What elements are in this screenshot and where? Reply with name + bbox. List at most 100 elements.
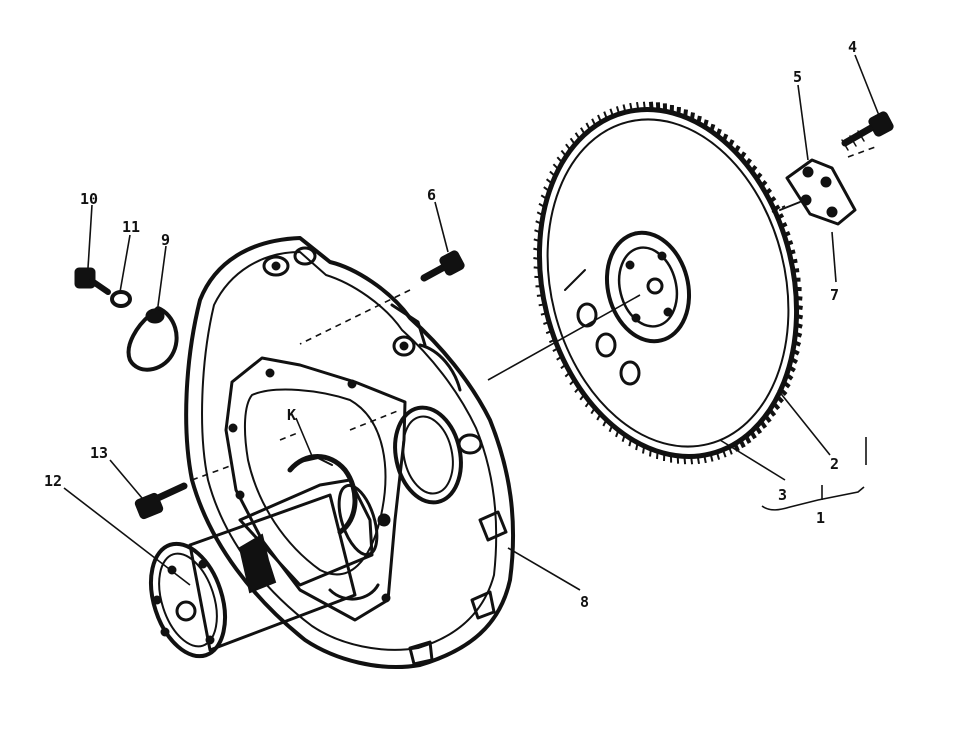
gear-tooth (543, 321, 550, 325)
gear-tooth (702, 119, 709, 128)
gear-tooth (591, 118, 597, 127)
bolt-6 (420, 250, 465, 282)
gear-tooth (609, 108, 614, 117)
starter-motor (149, 454, 391, 659)
gear-tooth (648, 101, 654, 110)
gear-tooth (795, 322, 803, 329)
gear-tooth (579, 393, 586, 401)
gear-tooth (538, 202, 546, 208)
gear-tooth (739, 151, 747, 160)
plate-5 (779, 158, 857, 226)
gear-tooth (590, 407, 596, 415)
gear-tooth (792, 268, 800, 273)
callout-k: K (287, 406, 296, 424)
gear-tooth (597, 114, 603, 123)
gear-tooth (703, 454, 707, 464)
callout-6: 6 (427, 186, 436, 204)
gear-tooth (788, 365, 796, 373)
gear-tooth (790, 258, 798, 264)
washer-11 (110, 290, 132, 308)
gear-tooth (603, 111, 608, 120)
gear-tooth (615, 106, 621, 115)
gear-tooth (533, 238, 541, 243)
gear-tooth (749, 430, 757, 440)
gear-tooth (794, 331, 803, 338)
gear-tooth (782, 380, 791, 389)
gear-tooth (683, 109, 688, 118)
gear-tooth (540, 194, 548, 200)
gear-tooth (596, 413, 602, 421)
gear-tooth (602, 419, 608, 427)
gear-tooth (585, 122, 591, 131)
gear-tooth (796, 305, 803, 310)
gear-tooth (780, 221, 788, 229)
gear-tooth (715, 451, 721, 460)
gear-tooth (744, 158, 753, 166)
gear-tooth (696, 455, 700, 465)
flywheel (533, 101, 804, 465)
gear-tooth (744, 435, 752, 444)
gear-tooth (552, 163, 560, 171)
callout-12: 12 (44, 472, 62, 490)
gear-tooth (791, 348, 800, 356)
gear-tooth (790, 357, 799, 365)
ring-gear-teeth (533, 101, 804, 465)
clamp-9 (126, 306, 179, 372)
gear-tooth (750, 165, 758, 173)
gear-tooth (715, 128, 722, 137)
gear-tooth (549, 170, 556, 178)
gear-tooth (608, 424, 614, 433)
flywheel-housing (184, 236, 516, 669)
gear-tooth (733, 443, 740, 452)
gear-tooth (552, 347, 559, 352)
gear-tooth (788, 249, 796, 255)
gear-tooth (642, 101, 646, 110)
gear-tooth (622, 104, 627, 113)
bolt-4 (841, 111, 894, 151)
gear-tooth (556, 355, 563, 361)
callout-13: 13 (90, 444, 108, 462)
callout-10: 10 (80, 190, 98, 208)
gear-tooth (676, 106, 681, 115)
callout-8: 8 (580, 593, 589, 611)
gear-tooth (760, 179, 768, 188)
gear-tooth (696, 115, 702, 124)
gear-tooth (574, 386, 581, 393)
gear-tooth (569, 137, 576, 146)
gear-tooth (683, 456, 687, 465)
gear-tooth (584, 400, 591, 408)
callout-3: 3 (778, 486, 787, 504)
gear-tooth (536, 211, 544, 217)
gear-tooth (722, 449, 727, 458)
gear-tooth (786, 240, 794, 246)
gear-tooth (656, 451, 659, 460)
gear-tooth (580, 127, 586, 135)
gear-tooth (709, 453, 714, 462)
gear-tooth (728, 446, 733, 455)
gear-tooth (560, 149, 567, 157)
callout-labels: 1 2 3 4 5 6 7 8 9 10 11 12 13 K (44, 38, 857, 611)
callout-1: 1 (816, 509, 825, 527)
gear-tooth (793, 340, 802, 347)
gear-tooth (564, 371, 571, 378)
gear-tooth (709, 123, 716, 132)
gear-tooth (721, 133, 729, 142)
gear-tooth (642, 445, 646, 454)
gear-tooth (763, 414, 772, 424)
gear-tooth (796, 296, 803, 301)
gear-tooth (533, 247, 540, 251)
gear-tooth (783, 230, 791, 237)
gear-tooth (538, 303, 545, 307)
gear-tooth (755, 172, 763, 180)
gear-tooth (535, 220, 543, 225)
gear-tooth (772, 402, 781, 411)
gear-tooth (540, 312, 547, 316)
gear-tooth (615, 429, 620, 438)
callout-4: 4 (848, 38, 857, 56)
gear-tooth (569, 379, 576, 386)
gear-tooth (636, 101, 640, 111)
gear-tooth (635, 442, 639, 451)
callout-5: 5 (793, 68, 802, 86)
